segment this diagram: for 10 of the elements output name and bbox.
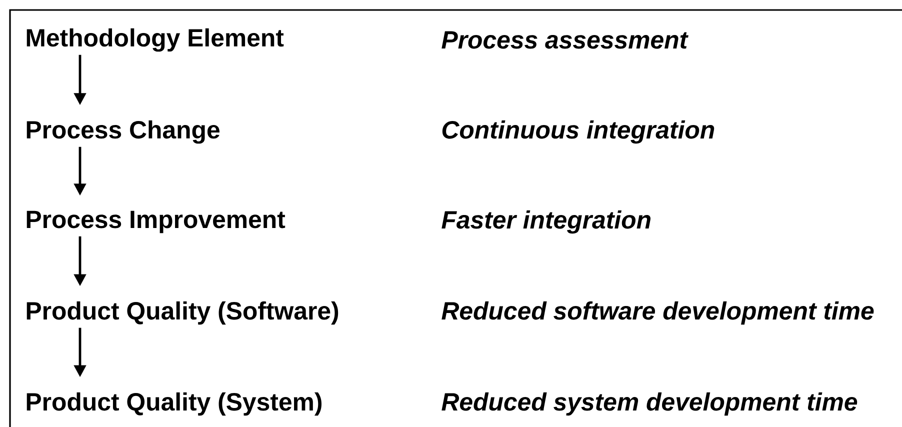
outcome-label: Reduced system development time: [442, 392, 858, 416]
outcome-label: Faster integration: [442, 210, 650, 234]
step-label: Process Change: [26, 120, 220, 144]
step-label: Methodology Element: [26, 28, 284, 52]
step-label: Process Improvement: [26, 210, 286, 234]
outcome-label: Process assessment: [442, 31, 688, 49]
outcome-label: Reduced software development time: [442, 301, 874, 325]
step-label: Product Quality (Software): [26, 301, 338, 325]
step-label: Product Quality (System): [26, 392, 322, 416]
outcome-label: Continuous integration: [442, 120, 714, 144]
